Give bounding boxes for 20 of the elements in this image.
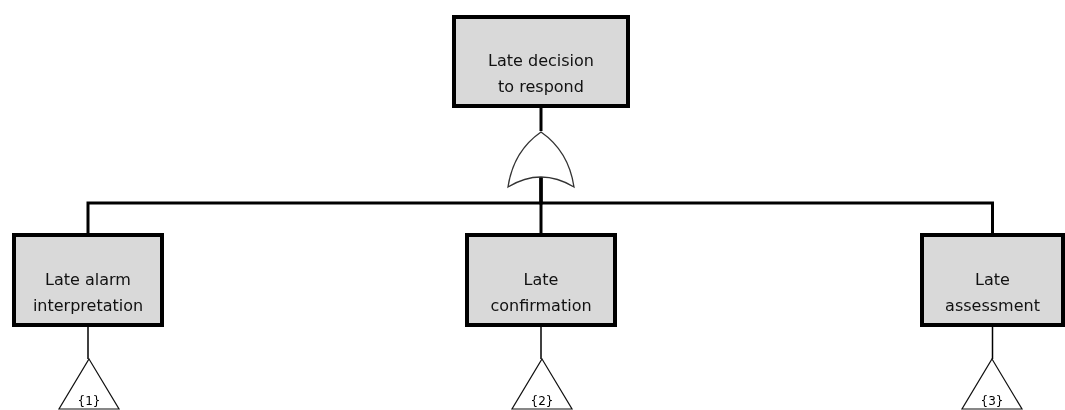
event-label: Late assessment	[944, 269, 1041, 317]
connector-line	[539, 176, 994, 233]
connector-line	[540, 326, 542, 360]
or-gate	[508, 131, 574, 189]
connector-line	[539, 108, 543, 131]
event-label: Late confirmation	[489, 269, 593, 317]
transfer-triangle	[512, 359, 572, 410]
transfer-number: {2}	[529, 394, 555, 408]
connector-line	[87, 326, 89, 360]
event-box	[12, 233, 164, 327]
connector-line	[991, 326, 994, 360]
event-label: Late alarm interpretation	[31, 269, 145, 317]
event-box	[452, 15, 630, 108]
event-box	[465, 233, 617, 327]
transfer-triangle	[59, 359, 119, 410]
event-box	[920, 233, 1065, 327]
event-label: Late decision to respond	[487, 50, 595, 98]
transfer-number: {1}	[76, 394, 102, 408]
transfer-triangle	[962, 359, 1022, 410]
transfer-number: {3}	[979, 394, 1005, 408]
